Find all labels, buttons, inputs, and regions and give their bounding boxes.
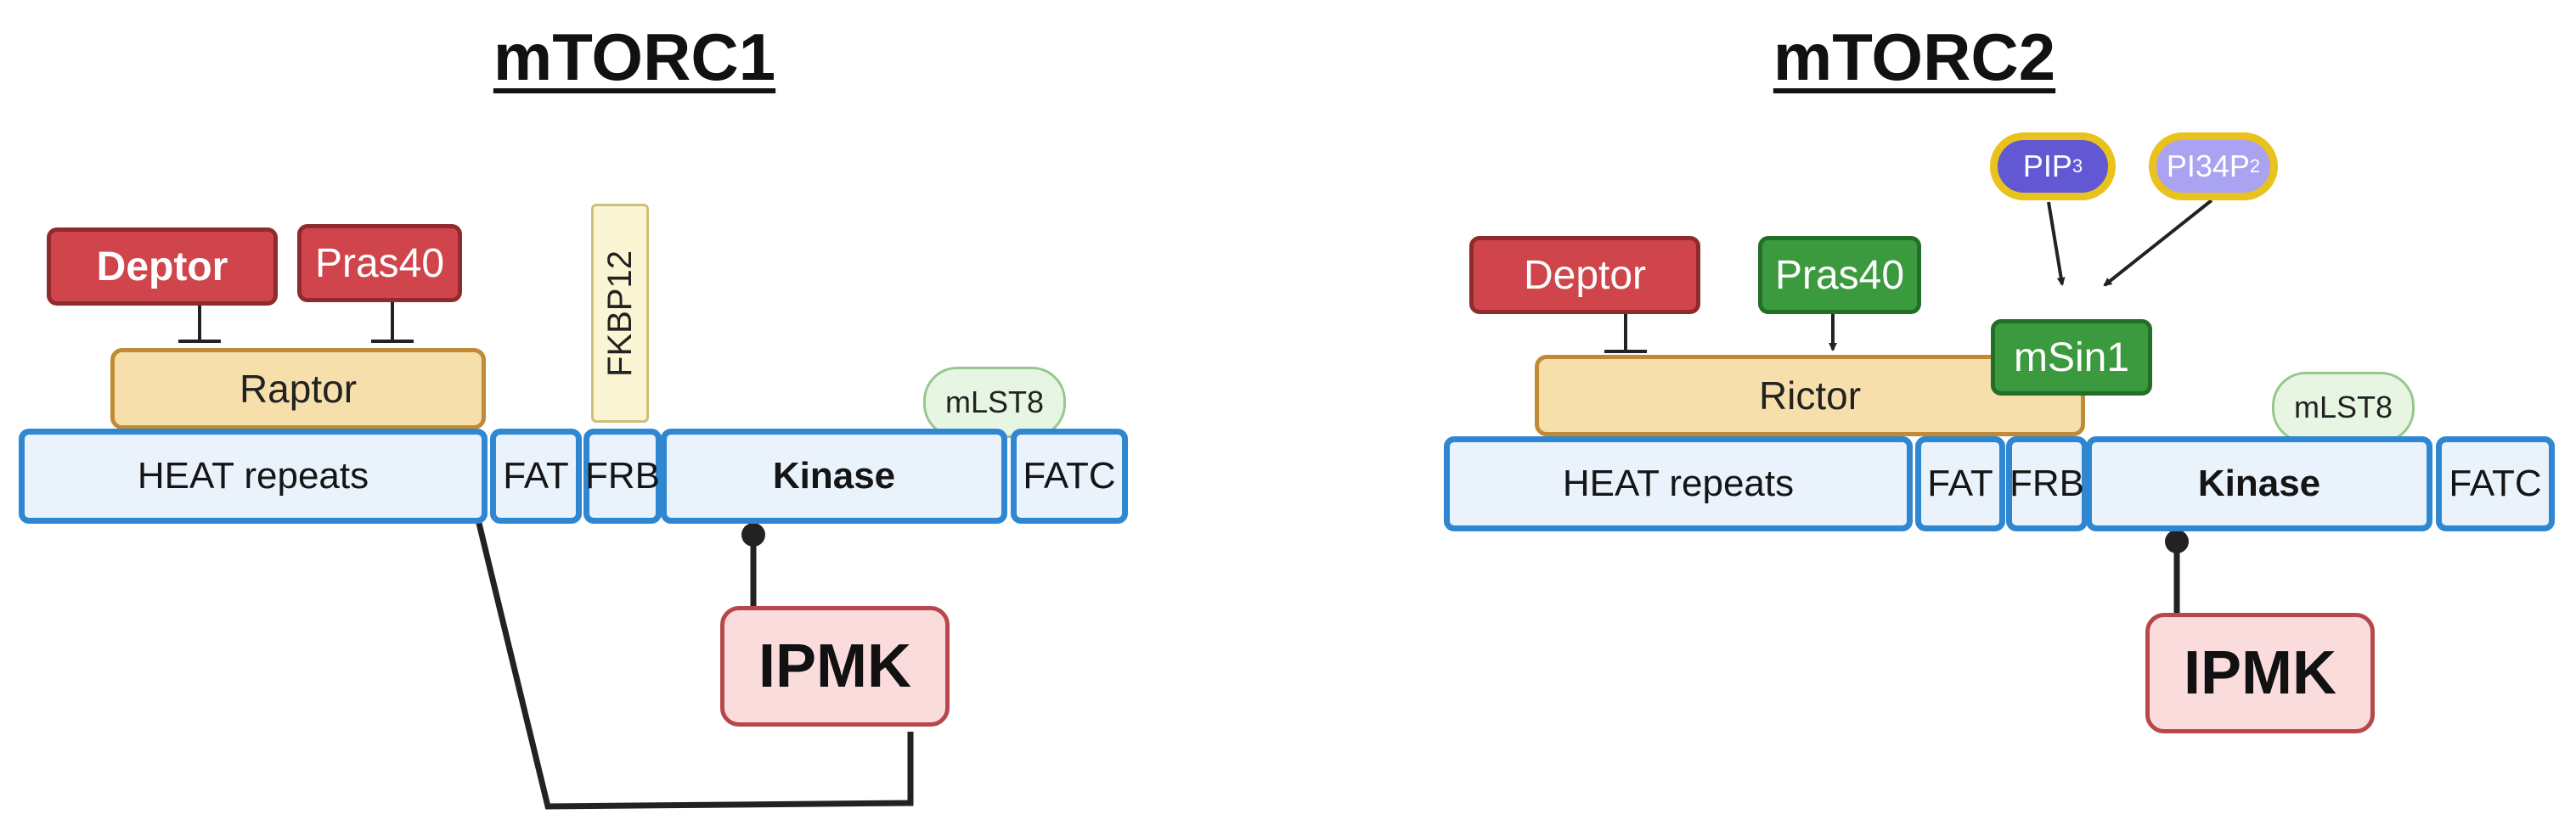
pip3-arrow bbox=[2047, 201, 2066, 286]
mtorc2-fatc: FATC bbox=[2436, 436, 2555, 531]
mtorc2-frb: FRB bbox=[2006, 436, 2088, 531]
mtorc2-kinase: Kinase bbox=[2086, 436, 2432, 531]
mtorc2-deptor-inhibition bbox=[1604, 314, 1647, 353]
mtorc1-deptor: Deptor bbox=[47, 227, 278, 306]
mtorc1-pras40-inhibition bbox=[371, 301, 414, 343]
mtorc2-title: mTORC2 bbox=[1773, 20, 2056, 94]
mtorc2-heat-repeats: HEAT repeats bbox=[1444, 436, 1913, 531]
mtorc2-ipmk: IPMK bbox=[2145, 613, 2375, 733]
mtorc2-mlst8: mLST8 bbox=[2272, 372, 2415, 443]
mtorc1-ipmk: IPMK bbox=[720, 606, 950, 727]
pi34p2-arrow bbox=[2103, 199, 2213, 287]
mtorc1-ipmk-kinase-link bbox=[741, 523, 765, 607]
mtorc2-ipmk-kinase-link bbox=[2165, 530, 2189, 613]
mtorc2-msin1: mSin1 bbox=[1991, 319, 2152, 396]
mtorc2-rictor: Rictor bbox=[1535, 355, 2085, 436]
mtorc1-fatc: FATC bbox=[1011, 429, 1128, 524]
mtorc1-raptor: Raptor bbox=[110, 348, 486, 430]
mtorc1-pras40: Pras40 bbox=[297, 224, 462, 302]
mtorc1-heat-repeats: HEAT repeats bbox=[19, 429, 488, 524]
mtorc1-title: mTORC1 bbox=[493, 20, 776, 94]
mtorc1-frb: FRB bbox=[583, 429, 662, 524]
mtorc1-mlst8: mLST8 bbox=[923, 367, 1066, 438]
mtorc2-deptor: Deptor bbox=[1469, 236, 1700, 314]
mtorc1-fat: FAT bbox=[490, 429, 582, 524]
mtorc2-pras40: Pras40 bbox=[1758, 236, 1921, 314]
mtorc1-deptor-inhibition bbox=[178, 306, 221, 343]
mtorc1-fkbp12: FKBP12 bbox=[591, 204, 649, 423]
mtorc2-fat: FAT bbox=[1915, 436, 2005, 531]
mtorc1-kinase: Kinase bbox=[661, 429, 1007, 524]
